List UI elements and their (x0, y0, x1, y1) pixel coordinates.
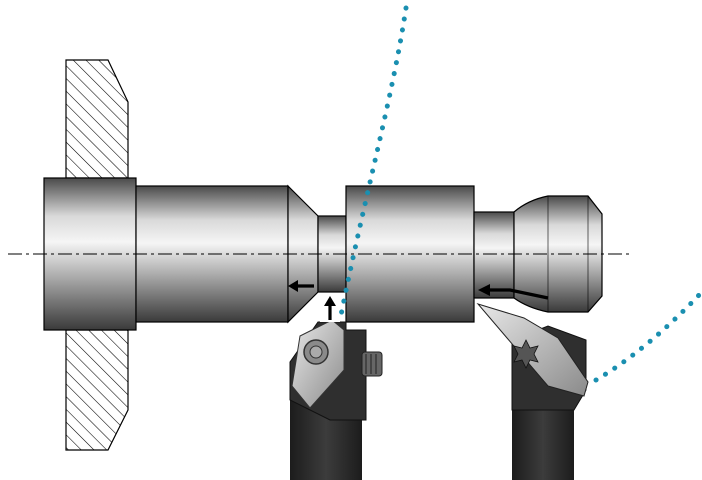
arrow-left-icon (288, 280, 314, 292)
callout-line-turning (593, 291, 702, 383)
arrow-left-icon (478, 284, 549, 300)
callout-line-grooving (337, 5, 409, 323)
arrow-up-icon (324, 296, 336, 320)
chuck-jaw-top (65, 59, 129, 179)
grooving-tool (289, 296, 383, 480)
turning-tool-insert-screw-icon (513, 339, 539, 369)
workpiece-neck (473, 211, 515, 299)
turning-tool (476, 303, 589, 480)
grooving-tool-clamp-screw (361, 351, 383, 377)
chuck-jaw-bottom (65, 329, 129, 451)
callout-lines (337, 5, 702, 383)
feed-arrows (288, 280, 549, 320)
